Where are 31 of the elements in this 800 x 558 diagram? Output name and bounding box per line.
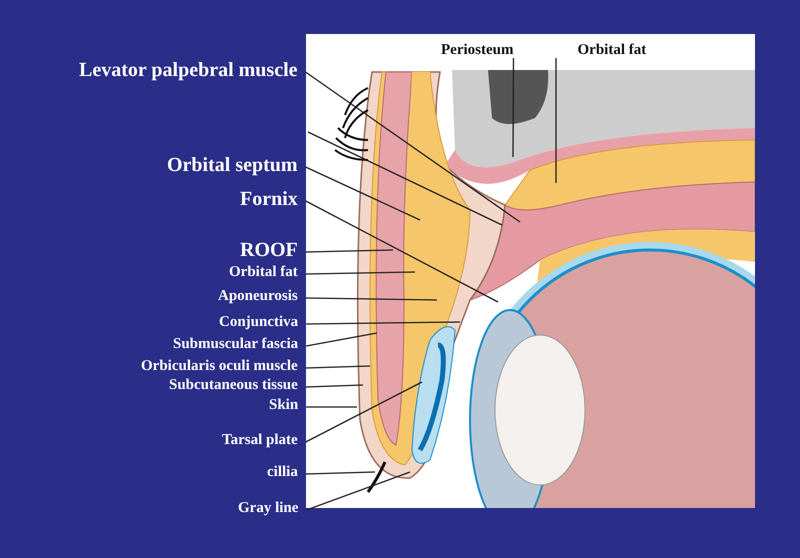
part-label: cillia xyxy=(267,464,306,480)
part-label: Skin xyxy=(269,396,306,413)
leader-line xyxy=(512,58,514,157)
leader-line xyxy=(306,471,376,475)
part-label: Aponeurosis xyxy=(218,288,306,304)
part-label: Fornix xyxy=(240,188,306,210)
part-label: ROOF xyxy=(240,239,306,261)
part-label: Levator palpebral muscle xyxy=(79,59,306,81)
leader-line xyxy=(306,332,378,347)
leader-line xyxy=(305,166,420,221)
part-label: Gray line xyxy=(238,500,306,516)
leader-line xyxy=(305,200,498,303)
leader-line xyxy=(306,321,460,325)
leader-line xyxy=(305,381,422,443)
part-label: Submuscular fascia xyxy=(173,336,306,352)
leader-line xyxy=(305,71,520,223)
part-label: Orbital fat xyxy=(229,264,306,280)
part-label: Subcutaneous tissue xyxy=(169,376,306,393)
leader-line xyxy=(306,271,416,275)
part-label: Periosteum xyxy=(441,42,514,58)
part-label: Orbicularis oculi muscle xyxy=(141,358,306,374)
leader-line xyxy=(555,58,557,183)
leader-line xyxy=(306,406,357,408)
leader-line xyxy=(306,297,438,301)
leader-line xyxy=(306,365,370,369)
part-label: Tarsal plate xyxy=(222,432,306,448)
part-label: Orbital fat xyxy=(578,42,646,58)
leader-line xyxy=(306,249,394,253)
part-label: Orbital septum xyxy=(167,154,306,176)
leader-line xyxy=(306,384,364,388)
part-label: Conjunctiva xyxy=(219,314,306,330)
